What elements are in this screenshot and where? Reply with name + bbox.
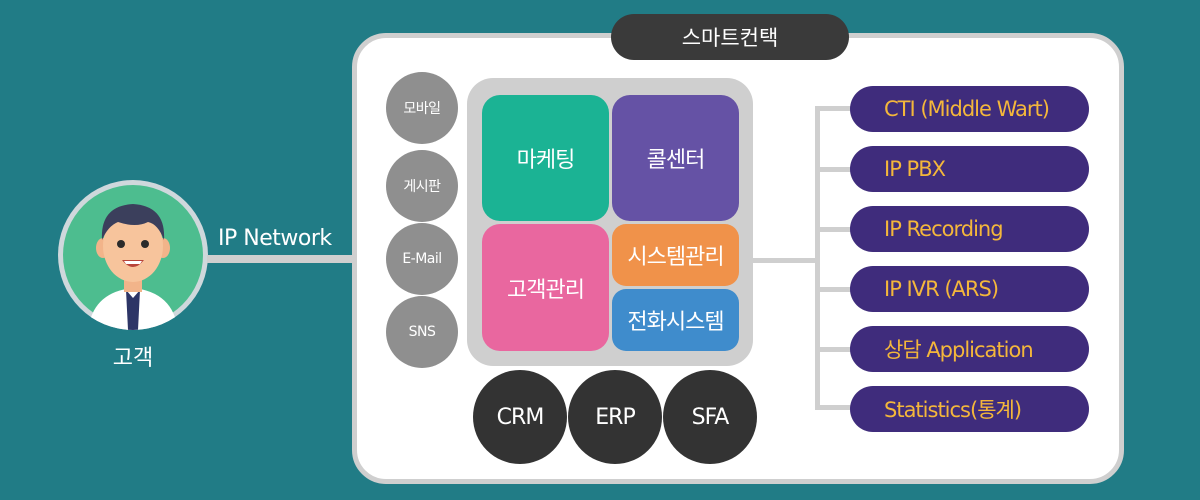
channel-sns: SNS	[386, 296, 458, 368]
backend-sfa: SFA	[663, 370, 757, 464]
customer-label: 고객	[112, 346, 154, 371]
module-system-management: 시스템관리	[612, 224, 739, 286]
person-icon	[63, 185, 203, 330]
connector-branch	[815, 167, 851, 172]
backend-crm: CRM	[473, 370, 567, 464]
connector-branch	[815, 347, 851, 352]
network-label: IP Network	[218, 226, 332, 251]
component-ip-ivr: IP IVR (ARS)	[850, 266, 1089, 312]
component-ip-pbx: IP PBX	[850, 146, 1089, 192]
module-callcenter: 콜센터	[612, 95, 739, 221]
module-customer-management: 고객관리	[482, 224, 609, 351]
component-consult-app: 상담 Application	[850, 326, 1089, 372]
connector-trunk	[815, 106, 820, 409]
customer-avatar	[58, 180, 208, 330]
connector-branch	[815, 227, 851, 232]
channel-email: E-Mail	[386, 223, 458, 295]
network-connector	[207, 255, 355, 263]
backend-erp: ERP	[568, 370, 662, 464]
connector-branch	[815, 405, 851, 410]
connector-core	[753, 258, 819, 263]
channel-board: 게시판	[386, 150, 458, 222]
connector-branch	[815, 106, 851, 111]
component-statistics: Statistics(통계)	[850, 386, 1089, 432]
module-phone-system: 전화시스템	[612, 289, 739, 351]
module-marketing: 마케팅	[482, 95, 609, 221]
channel-mobile: 모바일	[386, 72, 458, 144]
component-cti: CTI (Middle Wart)	[850, 86, 1089, 132]
component-ip-recording: IP Recording	[850, 206, 1089, 252]
panel-title: 스마트컨택	[611, 14, 849, 60]
connector-branch	[815, 287, 851, 292]
